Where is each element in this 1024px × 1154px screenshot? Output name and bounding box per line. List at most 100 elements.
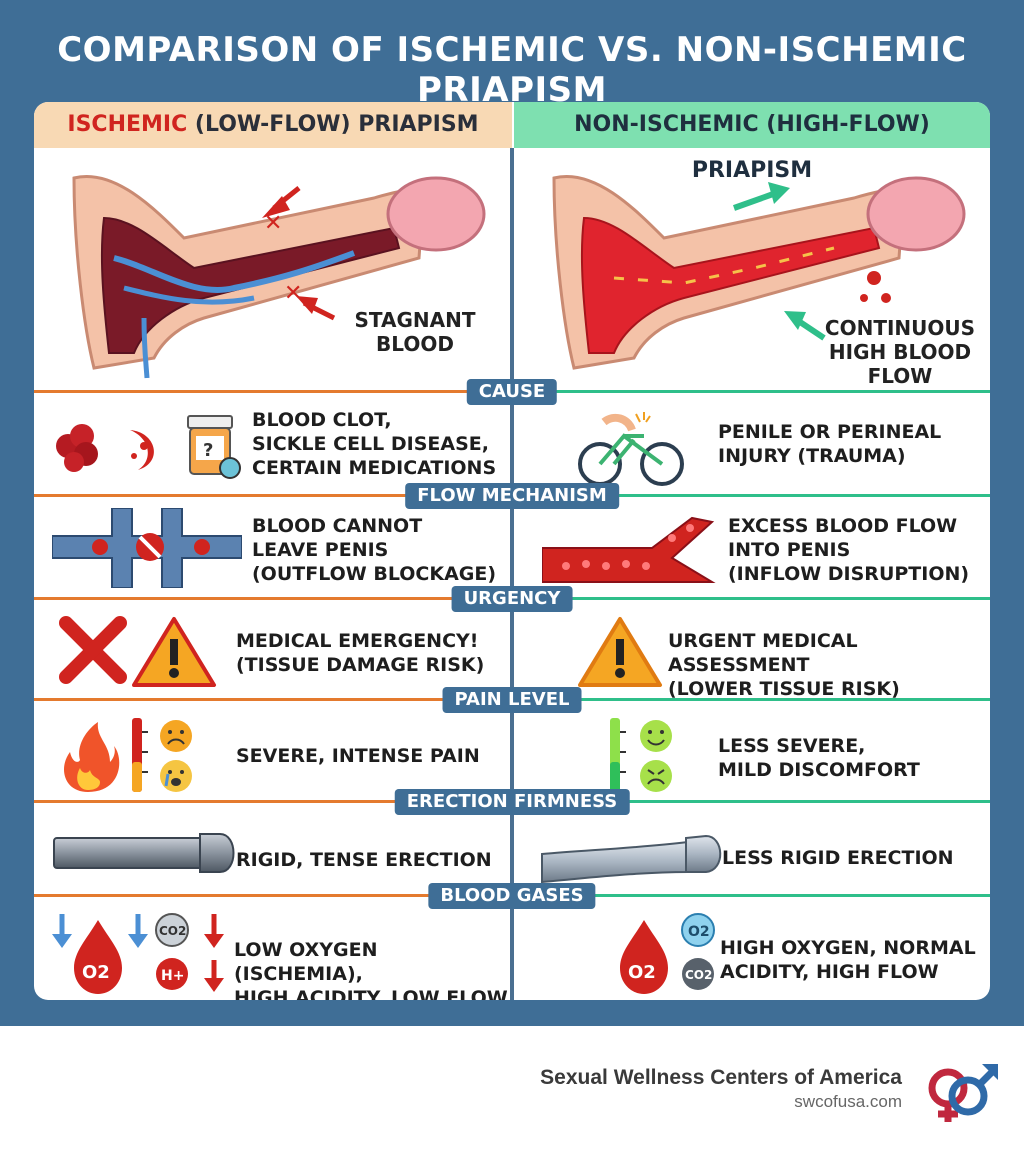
down-arrow-icon — [204, 914, 224, 992]
flow-ischemic-text: BLOOD CANNOT LEAVE PENIS (OUTFLOW BLOCKA… — [252, 515, 497, 585]
row-line-right — [512, 800, 990, 803]
gases-non-ischemic-cell: O2 O2 CO2 HIGH OXYGEN, NORMAL ACIDITY, H… — [514, 902, 990, 997]
co2-label: CO2 — [159, 924, 186, 938]
pain-ischemic-text: SEVERE, INTENSE PAIN — [236, 745, 480, 767]
cross-icon — [59, 616, 127, 684]
row-line-left — [34, 597, 512, 600]
row-label-cause: CAUSE — [466, 379, 558, 405]
down-arrow-icon — [52, 914, 72, 948]
gases-non-ischemic-icons: O2 O2 CO2 — [620, 913, 715, 994]
row-line-left — [34, 698, 512, 701]
o2-label: O2 — [628, 962, 656, 983]
flow-non-ischemic-cell: EXCESS BLOOD FLOW INTO PENIS (INFLOW DIS… — [514, 502, 990, 597]
cause-ischemic-icons: ? — [56, 415, 241, 479]
brand-name: Sexual Wellness Centers of America — [540, 1066, 902, 1089]
pain-non-ischemic-cell: LESS SEVERE, MILD DISCOMFORT — [514, 706, 990, 801]
row-flow-mechanism: BLOOD CANNOT LEAVE PENIS (OUTFLOW BLOCKA… — [34, 483, 990, 597]
o2-label: O2 — [82, 962, 110, 983]
bicycle-injury-icon — [578, 412, 684, 486]
page-title: COMPARISON OF ISCHEMIC VS. NON-ISCHEMIC … — [57, 30, 967, 110]
high-blood-flow-label: CONTINUOUS HIGH BLOOD FLOW — [824, 316, 976, 388]
ischemic-header-rest: (LOW-FLOW) PRIAPISM — [187, 112, 479, 137]
co2-label: CO2 — [685, 968, 712, 982]
gases-ischemic-text: LOW OXYGEN (ISCHEMIA), HIGH ACIDITY, LOW… — [234, 939, 508, 1000]
row-line-right — [512, 698, 990, 701]
stagnant-blood-label: STAGNANT BLOOD — [354, 308, 476, 356]
row-blood-gases: O2 CO2 H+ LOW OXYGEN (ISCHEMIA) — [34, 883, 990, 1000]
flow-non-ischemic-text: EXCESS BLOOD FLOW INTO PENIS (INFLOW DIS… — [728, 515, 970, 585]
urgency-non-ischemic-text: URGENT MEDICAL ASSESSMENT (LOWER TISSUE … — [668, 630, 900, 700]
urgency-ischemic-text: MEDICAL EMERGENCY! (TISSUE DAMAGE RISK) — [236, 630, 485, 676]
row-label-flow-mechanism: FLOW MECHANISM — [405, 483, 619, 509]
warning-icon — [132, 617, 216, 687]
row-line-left — [34, 390, 512, 393]
outflow-blockage-icon — [52, 508, 242, 588]
ischemic-header-accent: ISCHEMIC — [67, 112, 188, 137]
row-line-left — [34, 894, 512, 897]
down-arrow-icon — [128, 914, 148, 948]
inflow-disruption-icon — [542, 516, 716, 583]
row-erection-firmness: RIGID, TENSE ERECTION LESS RIGID ERECTIO… — [34, 789, 990, 903]
pain-scale-bar-icon — [132, 718, 148, 792]
firmness-ischemic-text: RIGID, TENSE ERECTION — [236, 849, 492, 871]
non-ischemic-header: NON-ISCHEMIC (HIGH-FLOW) PRIAPISM — [514, 102, 990, 183]
row-urgency: MEDICAL EMERGENCY! (TISSUE DAMAGE RISK) … — [34, 586, 990, 700]
non-ischemic-illustration: CONTINUOUS HIGH BLOOD FLOW — [514, 148, 990, 388]
h-plus-label: H+ — [161, 968, 184, 984]
pain-non-ischemic-icons — [610, 718, 672, 792]
ischemic-header: ISCHEMIC (LOW-FLOW) PRIAPISM — [34, 102, 512, 148]
gases-non-ischemic-text: HIGH OXYGEN, NORMAL ACIDITY, HIGH FLOW — [720, 937, 976, 983]
blood-clot-icon — [56, 424, 98, 472]
co2-bubble-icon: CO2 — [682, 958, 714, 990]
ischemic-anatomy-icon: ✕ ✕ — [72, 175, 486, 379]
row-label-blood-gases: BLOOD GASES — [428, 883, 596, 909]
row-label-erection-firmness: ERECTION FIRMNESS — [394, 789, 630, 815]
column-divider — [510, 148, 514, 1000]
urgency-ischemic-cell: MEDICAL EMERGENCY! (TISSUE DAMAGE RISK) — [34, 605, 510, 700]
gender-symbols-logo-icon — [928, 1064, 998, 1122]
warning-icon — [578, 617, 662, 687]
comparison-card: ISCHEMIC (LOW-FLOW) PRIAPISM NON-ISCHEMI… — [34, 102, 990, 1000]
less-rigid-shaft-icon — [541, 834, 722, 884]
gases-ischemic-cell: O2 CO2 H+ LOW OXYGEN (ISCHEMIA) — [34, 902, 510, 1000]
row-label-urgency: URGENCY — [451, 586, 573, 612]
non-ischemic-anatomy-icon — [552, 175, 966, 370]
h-plus-bubble-icon: H+ — [156, 958, 188, 990]
row-line-right — [512, 597, 990, 600]
cause-ischemic-cell: ? BLOOD CLOT, SICKLE CELL DISEASE, CERTA… — [34, 398, 510, 493]
cause-non-ischemic-text: PENILE OR PERINEAL INJURY (TRAUMA) — [718, 421, 942, 467]
row-pain-level: SEVERE, INTENSE PAIN — [34, 687, 990, 801]
question-mark: ? — [203, 440, 213, 461]
svg-text:✕: ✕ — [284, 281, 302, 306]
fire-icon — [64, 722, 120, 792]
firmness-ischemic-cell: RIGID, TENSE ERECTION — [34, 808, 510, 903]
row-line-left — [34, 494, 512, 497]
flow-ischemic-cell: BLOOD CANNOT LEAVE PENIS (OUTFLOW BLOCKA… — [34, 502, 510, 597]
row-line-right — [512, 894, 990, 897]
happy-face-icon — [640, 720, 672, 752]
cause-non-ischemic-cell: PENILE OR PERINEAL INJURY (TRAUMA) — [514, 398, 990, 493]
sickle-cell-icon — [130, 430, 154, 470]
row-line-right — [512, 390, 990, 393]
pain-non-ischemic-text: LESS SEVERE, MILD DISCOMFORT — [718, 735, 920, 781]
ischemic-illustration: ✕ ✕ STAGNANT BLOOD — [34, 148, 510, 388]
row-cause: ? BLOOD CLOT, SICKLE CELL DISEASE, CERTA… — [34, 379, 990, 493]
cause-ischemic-text: BLOOD CLOT, SICKLE CELL DISEASE, CERTAIN… — [252, 409, 497, 479]
mild-pain-scale-icon — [610, 718, 626, 792]
co2-bubble-icon: CO2 — [155, 913, 189, 947]
svg-text:✕: ✕ — [264, 211, 282, 236]
urgency-ischemic-icons — [59, 616, 216, 687]
sad-face-icon — [160, 720, 192, 752]
gases-ischemic-icons: O2 CO2 H+ — [52, 913, 224, 994]
o2-bubble-label: O2 — [688, 924, 710, 940]
blood-drop-o2-icon: O2 — [74, 920, 122, 994]
crying-face-icon — [160, 760, 192, 792]
rigid-shaft-icon — [53, 833, 235, 873]
blood-drop-o2-icon: O2 — [620, 920, 668, 994]
firmness-non-ischemic-cell: LESS RIGID ERECTION — [514, 808, 990, 903]
urgency-non-ischemic-cell: URGENT MEDICAL ASSESSMENT (LOWER TISSUE … — [514, 605, 990, 700]
row-line-right — [512, 494, 990, 497]
firmness-non-ischemic-text: LESS RIGID ERECTION — [722, 847, 954, 869]
row-label-pain-level: PAIN LEVEL — [442, 687, 582, 713]
uncomfortable-face-icon — [640, 760, 672, 792]
